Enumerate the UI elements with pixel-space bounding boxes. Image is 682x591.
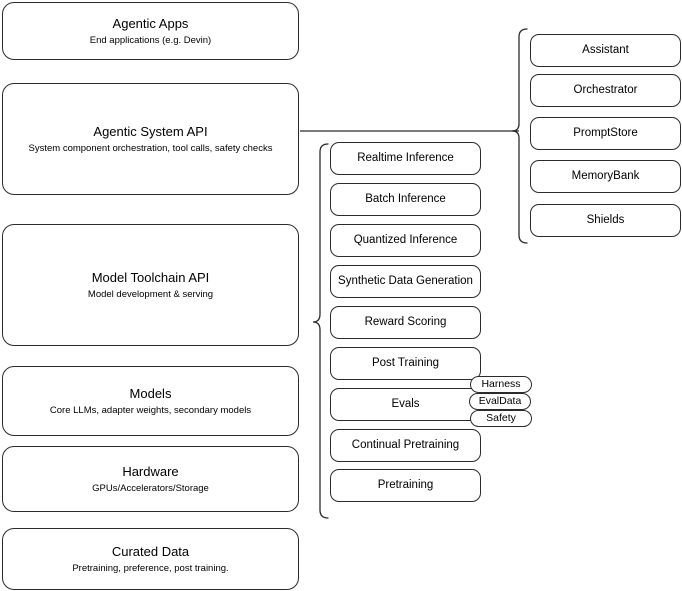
eval-badge-safety[interactable]: Safety [470, 410, 532, 427]
capability-continual-pretraining[interactable]: Continual Pretraining [330, 429, 481, 462]
layer-subtitle: System component orchestration, tool cal… [28, 142, 273, 154]
layer-subtitle: Core LLMs, adapter weights, secondary mo… [49, 404, 252, 416]
layer-box-models[interactable]: Models Core LLMs, adapter weights, secon… [2, 366, 299, 436]
capability-label: Post Training [371, 357, 440, 369]
layer-title: Model Toolchain API [91, 269, 210, 285]
component-label: PromptStore [573, 127, 638, 139]
eval-badge-harness[interactable]: Harness [470, 376, 532, 393]
layer-title: Models [129, 385, 172, 401]
capability-label: Reward Scoring [364, 316, 447, 328]
layer-box-curated-data[interactable]: Curated Data Pretraining, preference, po… [2, 528, 299, 590]
component-promptstore[interactable]: PromptStore [530, 117, 681, 150]
capability-quantized-inference[interactable]: Quantized Inference [330, 224, 481, 257]
component-label: Assistant [582, 44, 629, 56]
capability-label: Synthetic Data Generation [338, 275, 473, 287]
layer-box-hardware[interactable]: Hardware GPUs/Accelerators/Storage [2, 446, 299, 512]
capability-realtime-inference[interactable]: Realtime Inference [330, 142, 481, 175]
brace-toolchain-capabilities [312, 143, 329, 519]
layer-title: Agentic System API [93, 123, 208, 139]
layer-box-agentic-apps[interactable]: Agentic Apps End applications (e.g. Devi… [2, 2, 299, 60]
capability-label: Quantized Inference [353, 234, 458, 246]
capability-evals[interactable]: Evals [330, 388, 481, 421]
capability-post-training[interactable]: Post Training [330, 347, 481, 380]
brace-agentic-components [511, 28, 528, 244]
component-memorybank[interactable]: MemoryBank [530, 160, 681, 193]
component-assistant[interactable]: Assistant [530, 34, 681, 67]
eval-badge-evaldata[interactable]: EvalData [469, 393, 531, 410]
layer-title: Hardware [122, 463, 179, 479]
capability-synthetic-data-generation[interactable]: Synthetic Data Generation [330, 265, 481, 298]
component-label: Shields [586, 214, 625, 226]
layer-title: Agentic Apps [112, 15, 189, 31]
layer-subtitle: GPUs/Accelerators/Storage [92, 482, 209, 494]
capability-batch-inference[interactable]: Batch Inference [330, 183, 481, 216]
component-orchestrator[interactable]: Orchestrator [530, 74, 681, 107]
component-label: MemoryBank [571, 170, 640, 182]
capability-label: Pretraining [377, 479, 434, 491]
layer-subtitle: End applications (e.g. Devin) [89, 34, 212, 46]
capability-label: Realtime Inference [357, 152, 454, 164]
layer-subtitle: Pretraining, preference, post training. [72, 562, 229, 574]
layer-box-model-toolchain-api[interactable]: Model Toolchain API Model development & … [2, 224, 299, 346]
capability-label: Evals [391, 398, 420, 410]
capability-reward-scoring[interactable]: Reward Scoring [330, 306, 481, 339]
layer-title: Curated Data [111, 543, 190, 559]
capability-label: Continual Pretraining [351, 439, 460, 451]
capability-pretraining[interactable]: Pretraining [330, 469, 481, 502]
component-shields[interactable]: Shields [530, 204, 681, 237]
layer-box-agentic-system-api[interactable]: Agentic System API System component orch… [2, 83, 299, 195]
component-label: Orchestrator [573, 84, 638, 96]
capability-label: Batch Inference [365, 193, 446, 205]
layer-subtitle: Model development & serving [87, 288, 214, 300]
